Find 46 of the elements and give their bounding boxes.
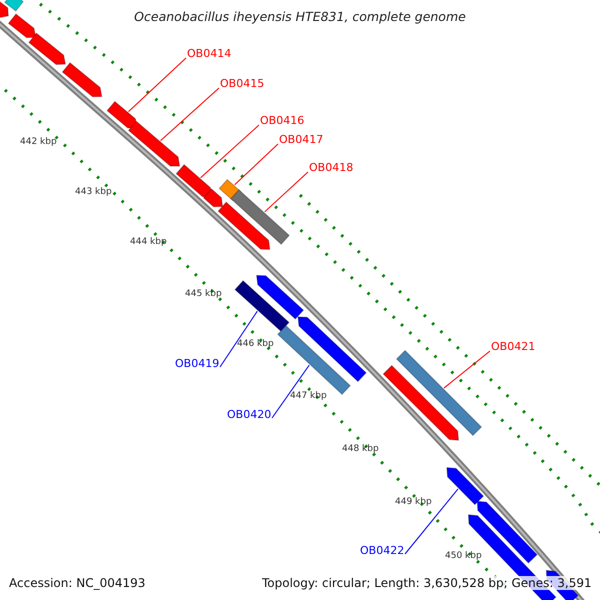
gene-block (28, 32, 66, 65)
gene-label: OB0417 (279, 134, 324, 145)
gene-block (0, 0, 9, 18)
gene-block (446, 467, 484, 506)
scale-label: 442 kbp (20, 138, 57, 147)
gene-block (62, 62, 102, 98)
scale-label: 450 kbp (445, 552, 482, 561)
scale-label: 444 kbp (130, 238, 167, 247)
gene-block (297, 316, 367, 382)
leader-line (220, 310, 258, 368)
title: Oceanobacillus iheyensis HTE831, complete genome (133, 11, 467, 24)
gene-block (230, 189, 290, 245)
gene-label: OB0416 (260, 115, 304, 126)
gene-block (106, 100, 138, 129)
footer-text: Topology: circular; Length: 3,630,528 bp; Genes: 3,591 (262, 576, 592, 590)
leader-line (160, 88, 220, 142)
gene-block (202, 188, 224, 208)
gene-block (234, 280, 290, 332)
gene-block (176, 164, 212, 198)
leader-line (234, 144, 278, 186)
leader-line (128, 58, 186, 112)
gene-block (396, 350, 482, 436)
gene-block (382, 364, 460, 441)
leader-line (200, 124, 260, 178)
gene-label: OB0414 (187, 48, 232, 59)
footer-text: Accession: NC_004193 (9, 576, 146, 590)
gene-block (128, 120, 180, 167)
scale-label: 443 kbp (75, 188, 112, 197)
scale-label: 446 kbp (237, 340, 274, 349)
scale-label: 448 kbp (342, 445, 379, 454)
gene-label: OB0415 (220, 78, 264, 89)
gene-block (217, 201, 270, 250)
scale-label: 449 kbp (395, 498, 432, 507)
gene-label: OB0419 (175, 358, 220, 369)
gene-label: OB0420 (227, 409, 272, 420)
leader-line (443, 350, 490, 389)
gene-block (256, 274, 304, 320)
gene-label: OB0418 (309, 162, 354, 173)
leader-line (264, 172, 308, 212)
gene-label: OB0422 (360, 545, 404, 556)
leader-line (272, 364, 310, 418)
scale-label: 445 kbp (185, 290, 222, 299)
gene-label: OB0421 (491, 341, 536, 352)
leader-line (404, 488, 459, 554)
scale-label: 447 kbp (290, 392, 327, 401)
gene-block (8, 13, 36, 38)
